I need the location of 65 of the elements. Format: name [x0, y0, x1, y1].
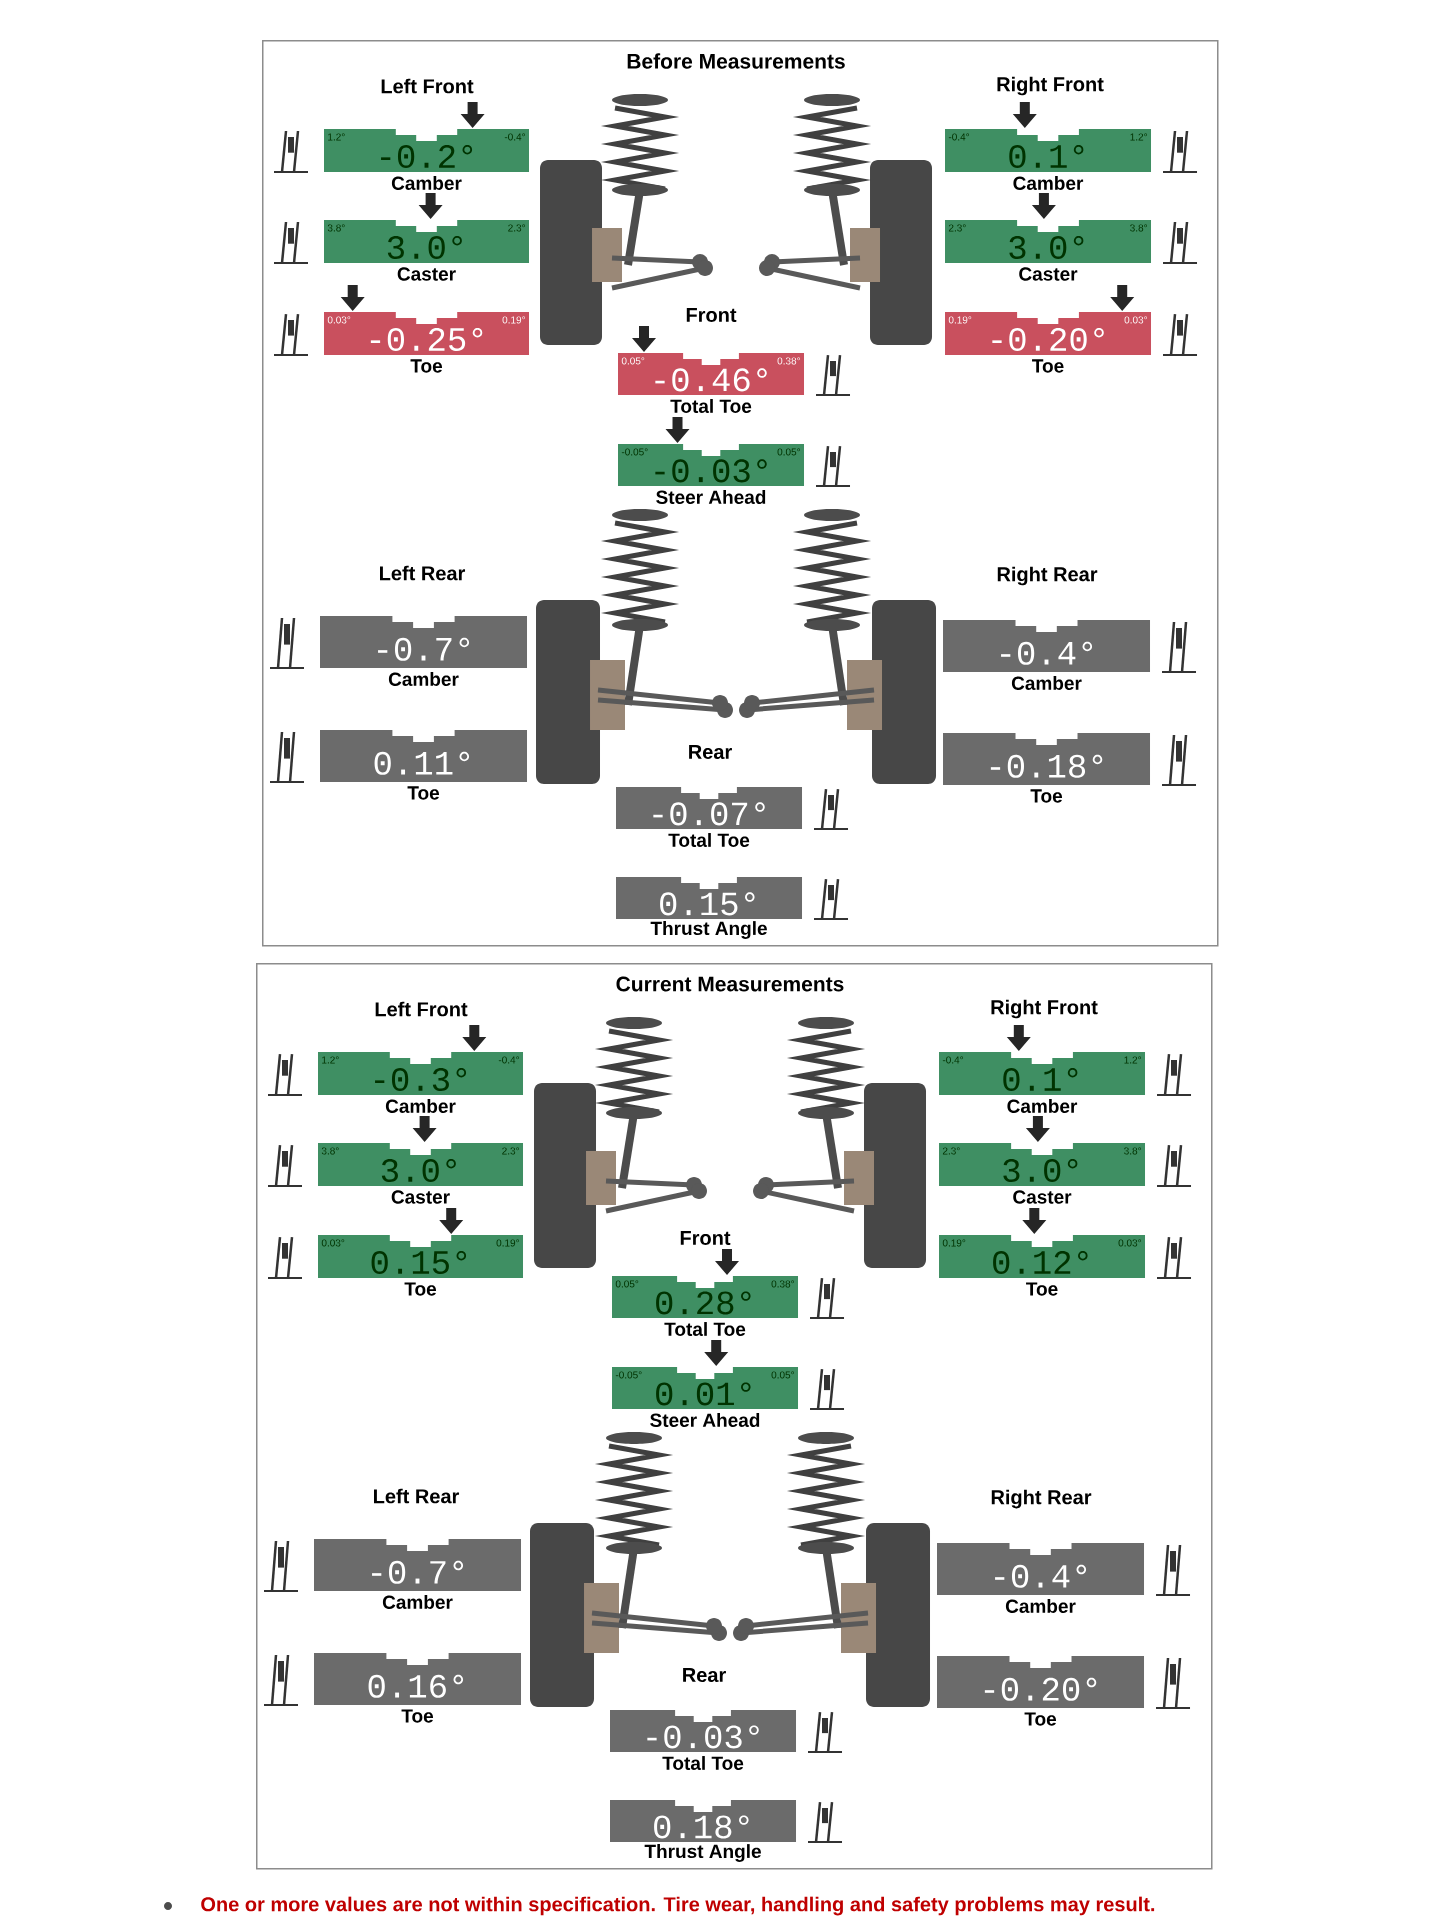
gauge-display: -0.4° 1.2° 0.1° [939, 1025, 1145, 1095]
gauge-label: Camber [1011, 676, 1082, 690]
section-heading: Right Rear [991, 1489, 1092, 1509]
gauge-display: -0.4° 1.2° 0.1° [945, 102, 1151, 172]
gauge-display: 0.18° [610, 1800, 796, 1842]
gauge-display: 0.05° 0.38° -0.46° [618, 326, 804, 395]
gauge-label: Camber [385, 1099, 456, 1113]
gauge-label: Camber [382, 1595, 453, 1609]
gauge-label: Toe [404, 1282, 437, 1296]
gauge-display: 3.8° 2.3° 3.0° [324, 193, 529, 263]
gauge-label: Toe [1032, 359, 1064, 373]
gauge-display: 1.2° -0.4° -0.2° [324, 102, 529, 172]
gauge-label: Camber [1013, 176, 1084, 190]
gauge-display: 0.05° 0.38° 0.28° [612, 1249, 798, 1318]
gauge-label: Toe [1026, 1282, 1058, 1296]
gauge-label: Caster [1019, 267, 1078, 281]
gauge-display: -0.07° [616, 787, 802, 829]
gauge-label: Camber [1005, 1599, 1076, 1613]
gauge-display: -0.05° 0.05° -0.03° [618, 417, 804, 486]
gauge-label: Total Toe [662, 1756, 744, 1770]
gauge-display: -0.20° [937, 1656, 1144, 1708]
section-heading: Left Rear [374, 1488, 460, 1504]
section-heading: Rear [683, 1668, 726, 1682]
gauge-label: Thrust Angle [644, 1844, 761, 1862]
gauge-label: Camber [388, 672, 459, 686]
gauge-label: Toe [1024, 1712, 1057, 1726]
gauge-display: 1.2° -0.4° -0.3° [318, 1025, 523, 1095]
gauge-display: 0.11° [320, 730, 527, 782]
gauge-label: Steer Ahead [650, 1413, 760, 1427]
gauge-label: Camber [1007, 1099, 1078, 1113]
gauge-label: Steer Ahead [656, 490, 766, 504]
gauge-label: Camber [391, 176, 462, 190]
section-heading: Left Rear [380, 565, 466, 581]
gauge-label: Total Toe [668, 833, 750, 847]
gauge-display: -0.7° [320, 616, 527, 668]
gauge-display: 2.3° 3.8° 3.0° [939, 1116, 1145, 1186]
gauge-label: Toe [1030, 789, 1063, 803]
gauge-display: 0.15° [616, 877, 802, 919]
gauge-label: Total Toe [670, 399, 752, 413]
gauge-display: 0.03° 0.19° -0.25° [324, 285, 529, 355]
gauge-display: -0.05° 0.05° 0.01° [612, 1340, 798, 1409]
gauge-label: Caster [1013, 1190, 1072, 1204]
gauge-display: -0.4° [937, 1543, 1144, 1595]
gauge-display: -0.7° [314, 1539, 521, 1591]
gauge-label: Caster [391, 1190, 450, 1204]
gauge-label: Toe [410, 359, 443, 373]
gauge-display: 3.8° 2.3° 3.0° [318, 1116, 523, 1186]
section-heading: Rear [689, 745, 732, 759]
gauge-label: Thrust Angle [650, 921, 767, 939]
gauge-display: 2.3° 3.8° 3.0° [945, 193, 1151, 263]
gauge-display: -0.18° [943, 733, 1150, 785]
section-heading: Right Rear [997, 566, 1098, 586]
gauge-display: 0.19° 0.03° 0.12° [939, 1208, 1145, 1278]
gauge-label: Toe [401, 1709, 434, 1723]
panel-title: Before Measurements [627, 53, 845, 69]
gauge-display: 0.16° [314, 1653, 521, 1705]
gauge-display: 0.19° 0.03° -0.20° [945, 285, 1151, 355]
gauge-label: Toe [407, 786, 440, 800]
gauge-label: Total Toe [664, 1322, 746, 1336]
gauge-display: 0.03° 0.19° 0.15° [318, 1208, 523, 1278]
panel-title: Current Measurements [616, 976, 844, 992]
warning-note: One or more values are not within specification. Tire wear, handling and safety problems may result. [201, 1896, 1155, 1916]
gauge-display: -0.4° [943, 620, 1150, 672]
gauge-label: Caster [397, 267, 456, 281]
gauge-display: -0.03° [610, 1710, 796, 1752]
